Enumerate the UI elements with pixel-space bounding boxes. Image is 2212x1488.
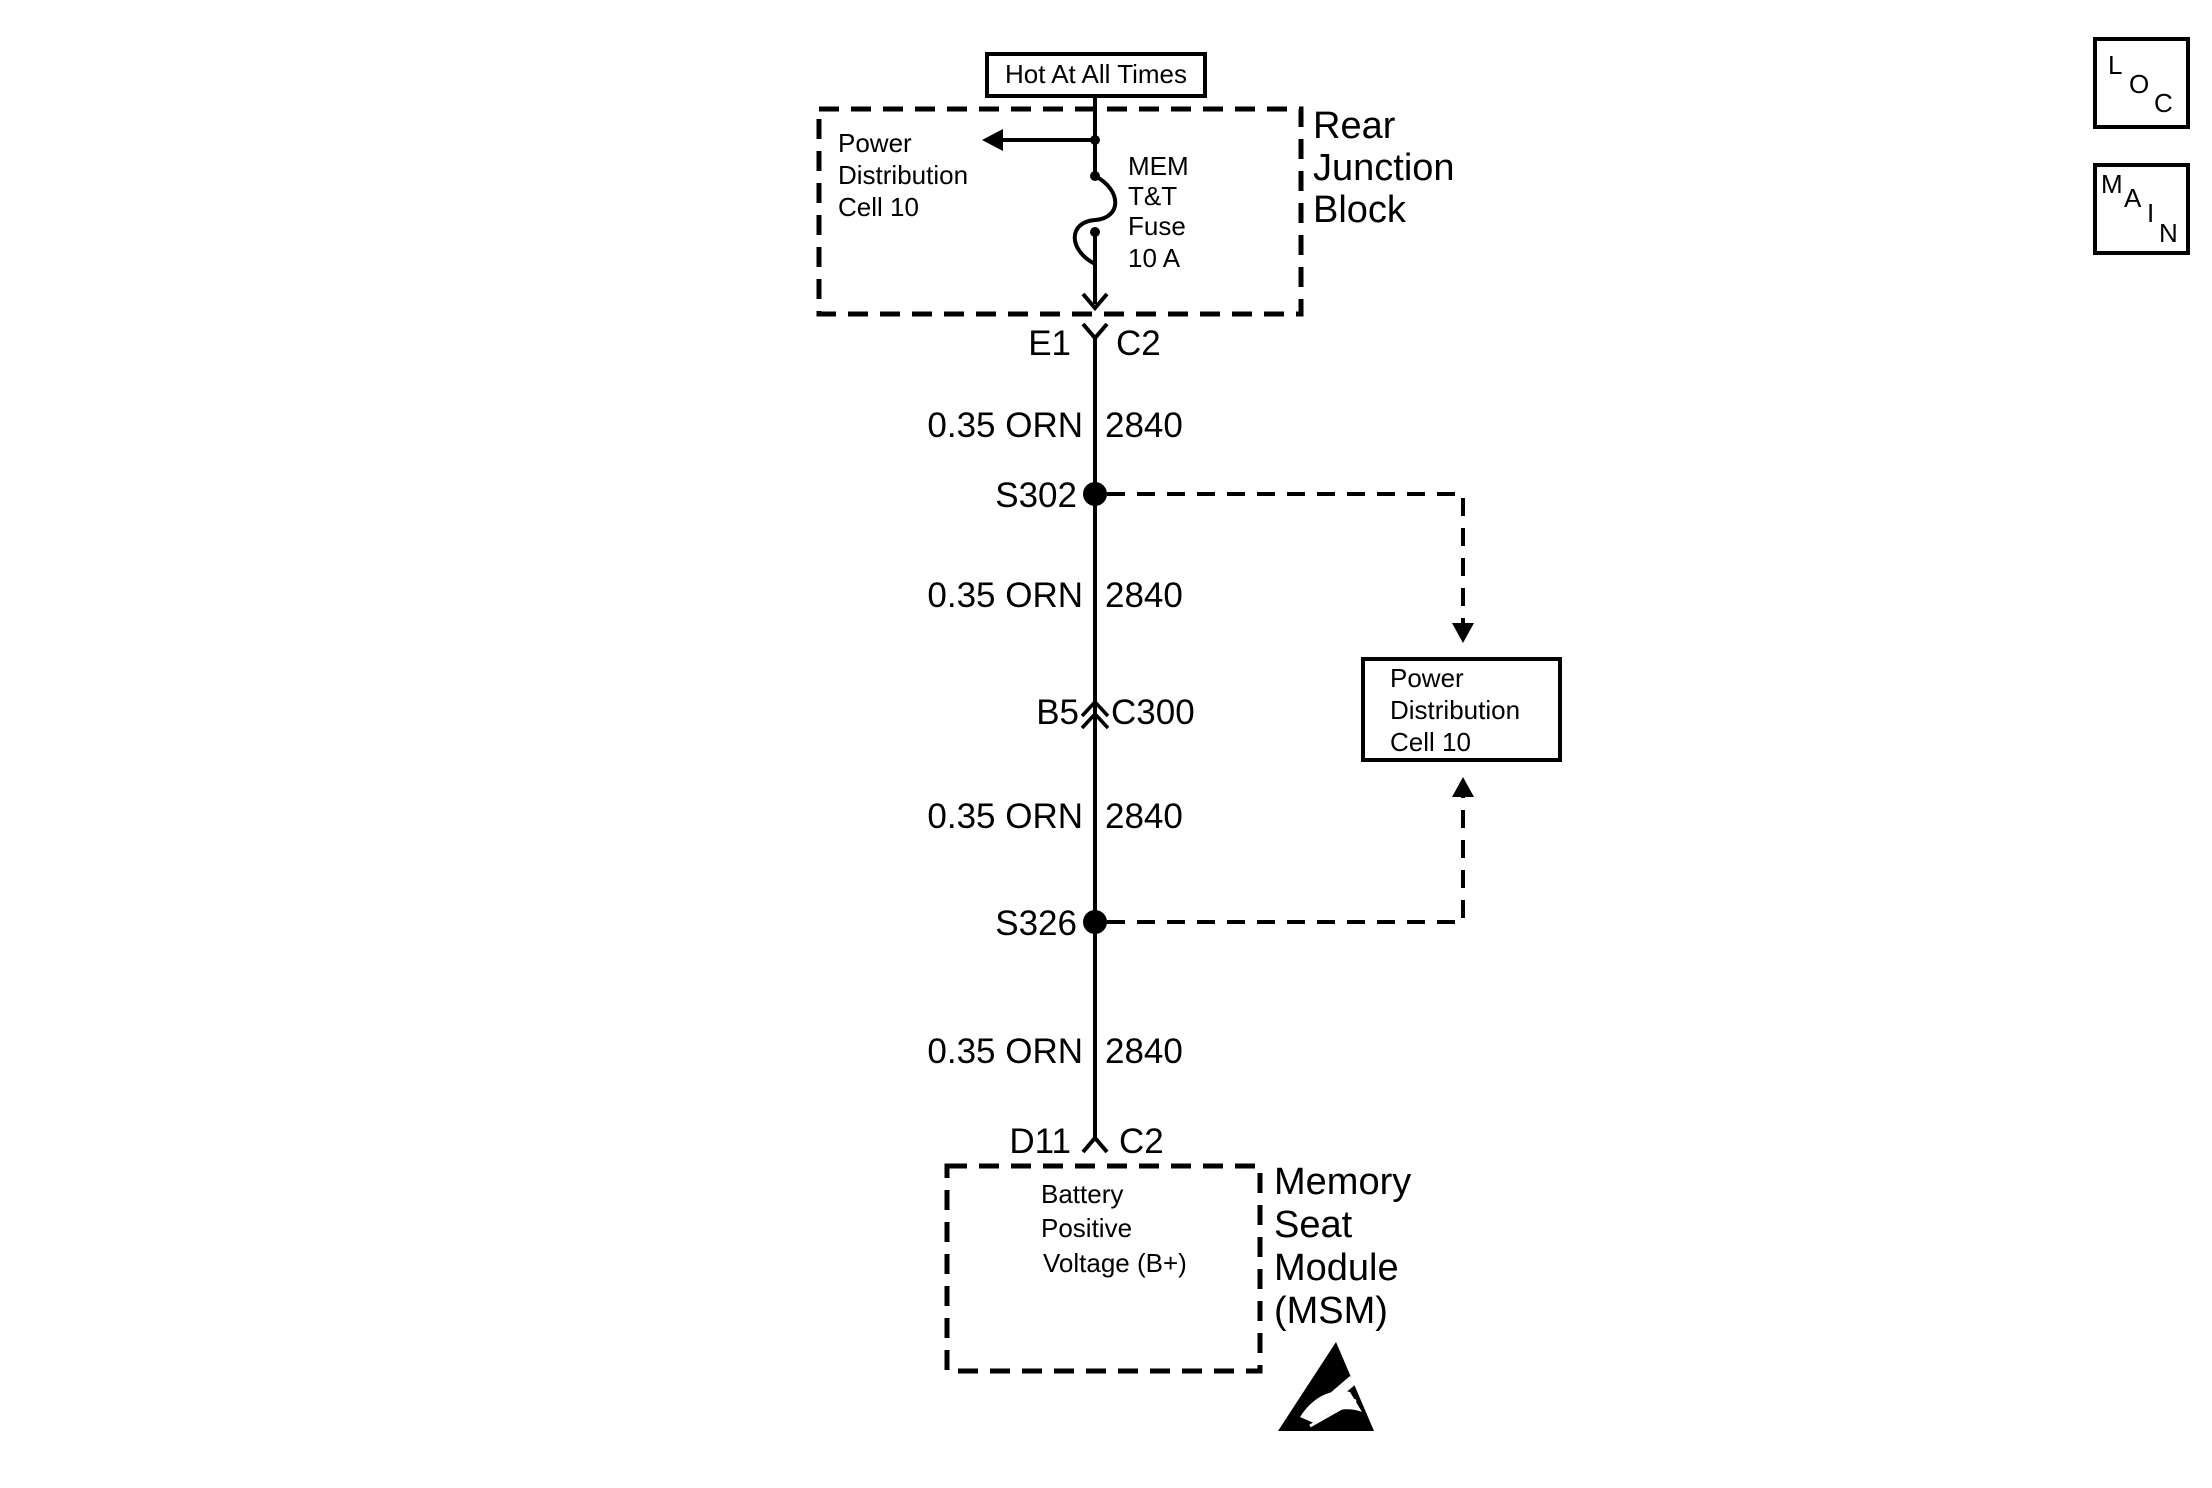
power-distribution-ref-line2: Distribution xyxy=(1390,695,1520,725)
power-distribution-ref-line3: Cell 10 xyxy=(1390,727,1471,757)
rjb-power-distribution-line3: Cell 10 xyxy=(838,192,919,222)
wire-1-circuit: 2840 xyxy=(1105,406,1183,445)
wire-4-gauge-color: 0.35 ORN xyxy=(927,1032,1083,1071)
loc-letter-1: L xyxy=(2108,50,2122,80)
rear-junction-block-name-line3: Block xyxy=(1313,189,1407,231)
rear-junction-block-name-line2: Junction xyxy=(1313,147,1455,189)
connector-bottom-pin: D11 xyxy=(1009,1122,1071,1161)
fuse-symbol xyxy=(1072,174,1118,266)
main-letter-3: I xyxy=(2147,198,2154,228)
main-letter-2: A xyxy=(2124,183,2142,213)
module-name-line3: Module xyxy=(1274,1247,1399,1289)
main-letter-1: M xyxy=(2101,169,2123,199)
esd-warning-icon xyxy=(1278,1342,1374,1431)
splice-s302 xyxy=(1083,482,1107,506)
rjb-power-distribution-arrow-icon xyxy=(982,129,1003,151)
memory-seat-module-outline xyxy=(944,1163,1263,1374)
connector-top-symbol xyxy=(1081,322,1109,342)
splice-s326 xyxy=(1083,910,1107,934)
connector-middle-id: C300 xyxy=(1111,693,1195,732)
fuse-terminal-top xyxy=(1090,135,1100,145)
wire-3-circuit: 2840 xyxy=(1105,797,1183,836)
fuse-label-line2: T&T xyxy=(1128,181,1177,211)
connector-middle-symbol xyxy=(1080,699,1110,730)
splice-s302-label: S302 xyxy=(995,476,1077,515)
connector-top-pin: E1 xyxy=(1028,324,1071,363)
module-pin-line3: Voltage (B+) xyxy=(1043,1248,1187,1278)
wire-1-gauge-color: 0.35 ORN xyxy=(927,406,1083,445)
connector-middle-pin: B5 xyxy=(1036,693,1079,732)
hot-at-all-times-text: Hot At All Times xyxy=(1005,59,1187,89)
loc-button[interactable]: L O C xyxy=(2093,37,2190,129)
fuse-label-line4: 10 A xyxy=(1128,243,1181,273)
power-distribution-ref-line1: Power xyxy=(1390,663,1464,693)
wire-2-circuit: 2840 xyxy=(1105,576,1183,615)
loc-letter-3: C xyxy=(2154,88,2173,118)
wire-3-gauge-color: 0.35 ORN xyxy=(927,797,1083,836)
connector-bottom-id: C2 xyxy=(1119,1122,1164,1161)
splice-s326-label: S326 xyxy=(995,904,1077,943)
rear-junction-block-name-line1: Rear xyxy=(1313,105,1396,147)
rjb-output-arrow-icon xyxy=(1081,292,1109,312)
fuse-label-line1: MEM xyxy=(1128,151,1189,181)
loc-letter-2: O xyxy=(2129,69,2149,99)
module-pin-line2: Positive xyxy=(1041,1213,1132,1243)
main-button[interactable]: M A I N xyxy=(2093,163,2190,255)
module-name-line1: Memory xyxy=(1274,1161,1411,1203)
splice-s326-branch-arrow-icon xyxy=(1452,777,1474,797)
splice-s302-branch-arrow-icon xyxy=(1452,623,1474,643)
module-name-line4: (MSM) xyxy=(1274,1290,1388,1332)
module-pin-line1: Battery xyxy=(1041,1179,1123,1209)
module-name-line2: Seat xyxy=(1274,1204,1353,1246)
power-distribution-ref-box[interactable] xyxy=(1361,657,1562,762)
main-letter-4: N xyxy=(2159,218,2178,248)
rear-junction-block-outline xyxy=(816,106,1304,317)
wire-4-circuit: 2840 xyxy=(1105,1032,1183,1071)
hot-at-all-times-label: Hot At All Times xyxy=(985,52,1207,98)
connector-top-id: C2 xyxy=(1116,324,1161,363)
rjb-power-distribution-line2: Distribution xyxy=(838,160,968,190)
rjb-power-distribution-line1: Power xyxy=(838,128,912,158)
wire-2-gauge-color: 0.35 ORN xyxy=(927,576,1083,615)
connector-bottom-symbol xyxy=(1081,1134,1109,1154)
fuse-label-line3: Fuse xyxy=(1128,211,1186,241)
